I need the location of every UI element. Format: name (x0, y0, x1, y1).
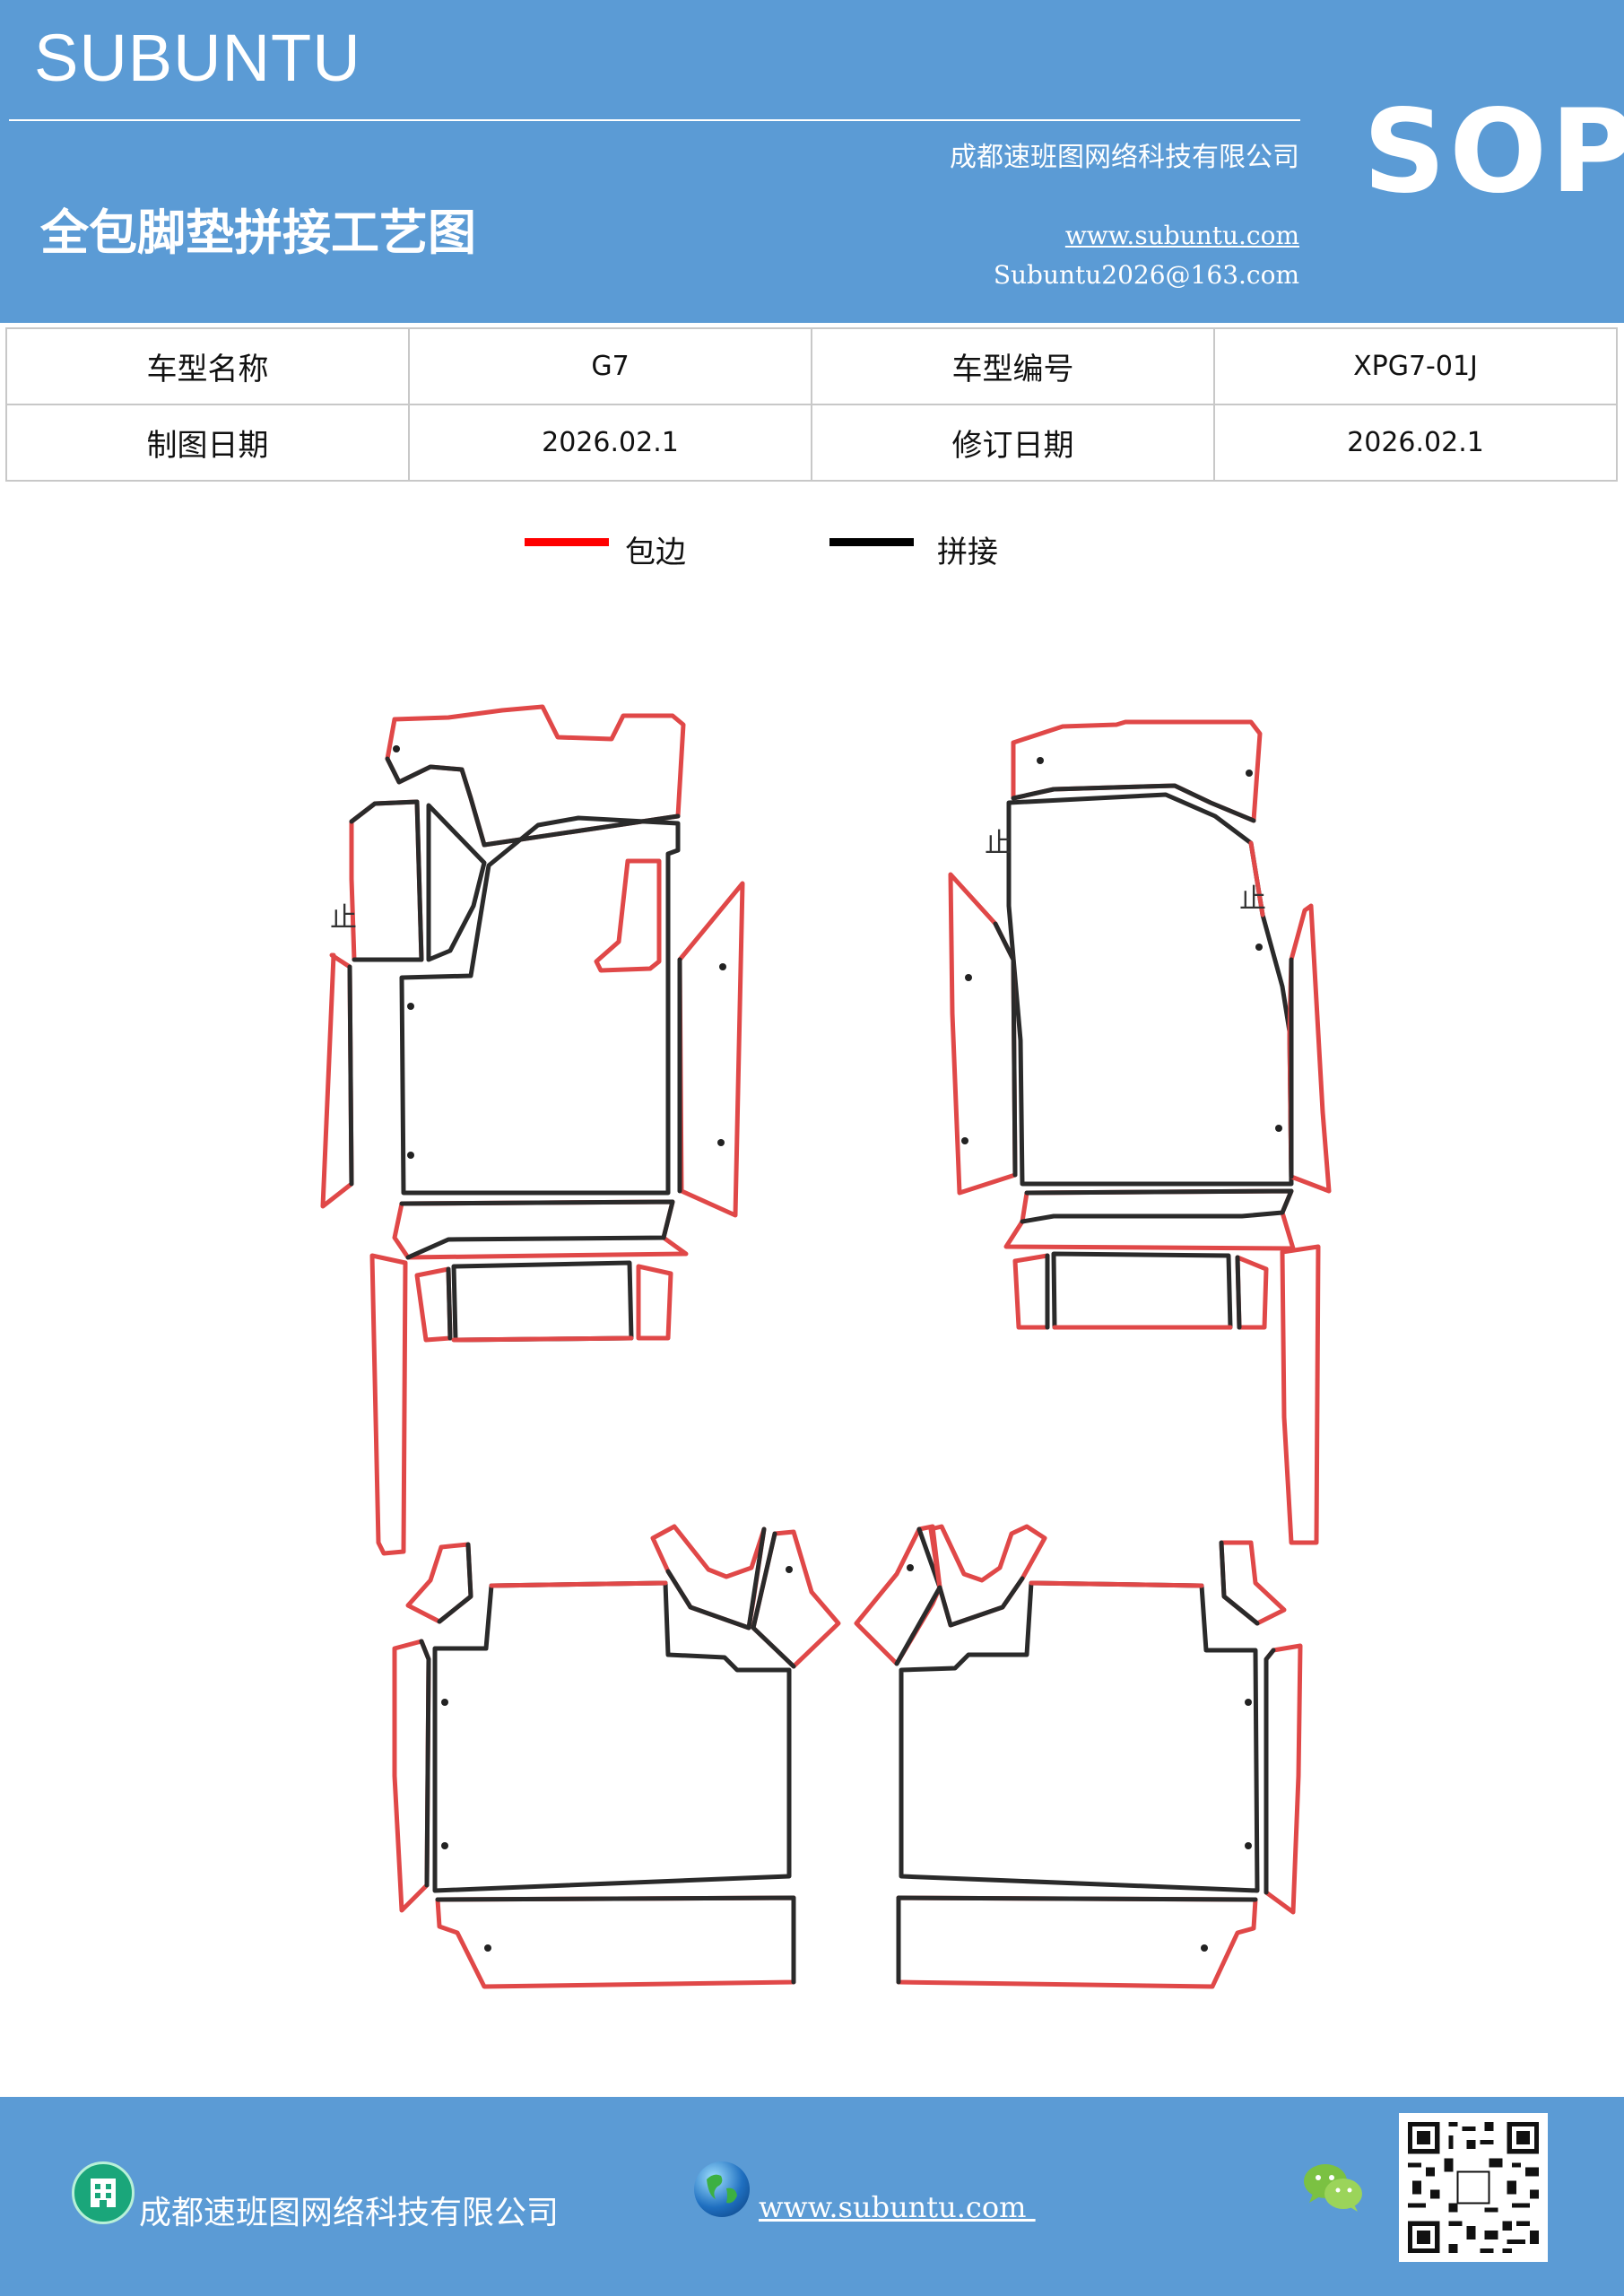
mat-piece (1006, 792, 1294, 1187)
header-website-link[interactable]: www.subuntu.com (1064, 221, 1299, 250)
rear-left-mat-group (392, 1524, 841, 1989)
mat-piece (392, 1199, 689, 1260)
draw-date-label: 制图日期 (5, 404, 410, 482)
revision-date-value: 2026.02.1 (1213, 404, 1618, 482)
mat-piece (1051, 1251, 1233, 1330)
front-left-mat-group (320, 704, 745, 1556)
legend-swatch-red (525, 538, 609, 546)
globe-icon (694, 2161, 750, 2217)
header-company: 成都速班图网络科技有限公司 (950, 142, 1299, 173)
mat-piece (948, 872, 1018, 1196)
mat-piece (432, 1580, 792, 1893)
mat-piece (1012, 1253, 1050, 1330)
legend-label-seam: 拼接 (937, 535, 998, 570)
stop-mark: 止 (1239, 883, 1266, 915)
mat-piece (1003, 1188, 1296, 1251)
building-icon (72, 2161, 135, 2224)
rear-right-mat-group (854, 1524, 1303, 1989)
mat-piece (896, 1895, 1258, 1989)
mat-piece (1219, 1540, 1287, 1626)
model-code-value: XPG7-01J (1213, 327, 1618, 405)
mat-piece (899, 1580, 1260, 1893)
mat-piece (405, 1542, 473, 1624)
legend-swatch-black (829, 538, 914, 546)
stop-mark: 止 (330, 902, 357, 934)
mat-piece (451, 1260, 634, 1343)
footer-banner: 成都速班图网络科技有限公司 www.subuntu.com (0, 2097, 1624, 2296)
mat-piece (435, 1895, 796, 1989)
stop-mark: 止 (985, 828, 1012, 859)
header-email: Subuntu2026@163.com (993, 260, 1299, 290)
mat-piece (392, 1639, 431, 1913)
brand-name: SUBUNTU (34, 21, 361, 95)
revision-date-label: 修订日期 (811, 404, 1215, 482)
mat-piece (320, 952, 354, 1209)
info-table: 车型名称 G7 车型编号 XPG7-01J 制图日期 2026.02.1 修订日… (5, 327, 1618, 482)
table-row: 制图日期 2026.02.1 修订日期 2026.02.1 (5, 404, 1618, 482)
model-name-label: 车型名称 (5, 327, 410, 405)
header-divider (9, 119, 1300, 121)
footer-company: 成都速班图网络科技有限公司 (139, 2195, 560, 2231)
mat-piece (349, 799, 424, 962)
mat-piece (426, 803, 487, 962)
mat-piece (636, 1264, 673, 1341)
header-banner: SUBUNTU 成都速班图网络科技有限公司 SOP 全包脚垫拼接工艺图 www.… (0, 0, 1624, 323)
mat-piece (594, 858, 662, 973)
mat-piece (414, 1266, 453, 1343)
mat-piece (1235, 1255, 1269, 1330)
model-code-label: 车型编号 (811, 327, 1215, 405)
mat-piece (1287, 903, 1332, 1194)
draw-date-value: 2026.02.1 (408, 404, 812, 482)
wechat-icon[interactable] (1302, 2160, 1365, 2221)
qr-code[interactable] (1399, 2113, 1548, 2262)
mat-piece (369, 1253, 408, 1556)
floor-mat-diagram: 止 止 止 (320, 704, 1332, 1989)
model-name-value: G7 (408, 327, 812, 405)
mat-piece (751, 1529, 841, 1669)
document-title: 全包脚垫拼接工艺图 (40, 204, 476, 261)
sop-label: SOP (1363, 85, 1624, 219)
table-row: 车型名称 G7 车型编号 XPG7-01J (5, 327, 1618, 405)
mat-piece (1280, 1244, 1321, 1545)
mat-piece (399, 815, 681, 1196)
mat-piece (677, 881, 745, 1218)
legend-label-edge: 包边 (625, 535, 686, 570)
footer-website-link[interactable]: www.subuntu.com (759, 2190, 1036, 2224)
mat-piece (1264, 1643, 1303, 1915)
front-right-mat-group (948, 719, 1332, 1545)
